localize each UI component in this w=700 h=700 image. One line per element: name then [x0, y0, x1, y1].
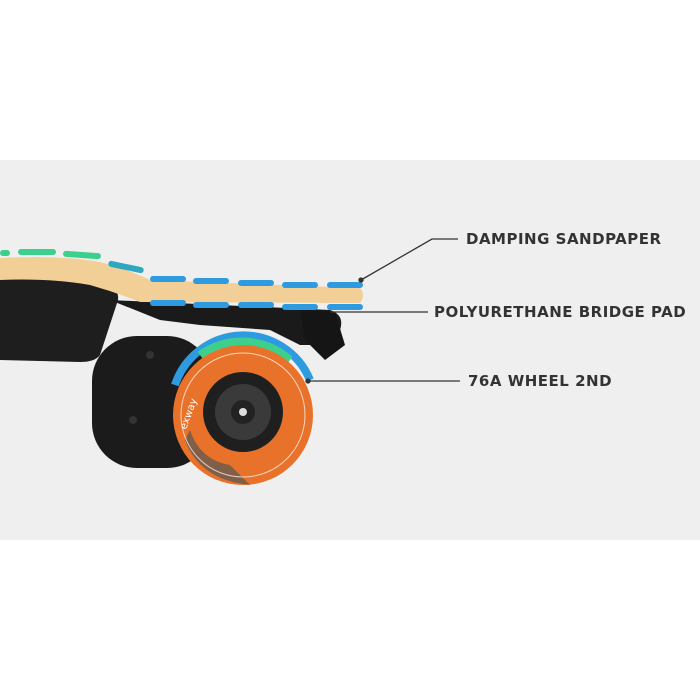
motor-screw: [146, 351, 154, 359]
damping-sandpaper: [0, 249, 363, 288]
callout-polyurethane-bridge-pad: POLYURETHANE BRIDGE PAD: [434, 303, 687, 321]
deck-wood: [0, 257, 363, 303]
wheel: exway: [171, 331, 314, 485]
battery-enclosure: [0, 275, 119, 362]
truck: [110, 300, 342, 345]
callout-damping-sandpaper: DAMPING SANDPAPER: [466, 230, 662, 248]
callout-76a-wheel: 76A WHEEL 2ND: [468, 372, 613, 390]
motor-screw: [129, 416, 137, 424]
callout-lines: [305, 238, 460, 384]
callout-line-sandpaper: [360, 238, 458, 281]
polyurethane-bridge-pad: [150, 300, 363, 310]
truck-bracket: [300, 310, 345, 360]
